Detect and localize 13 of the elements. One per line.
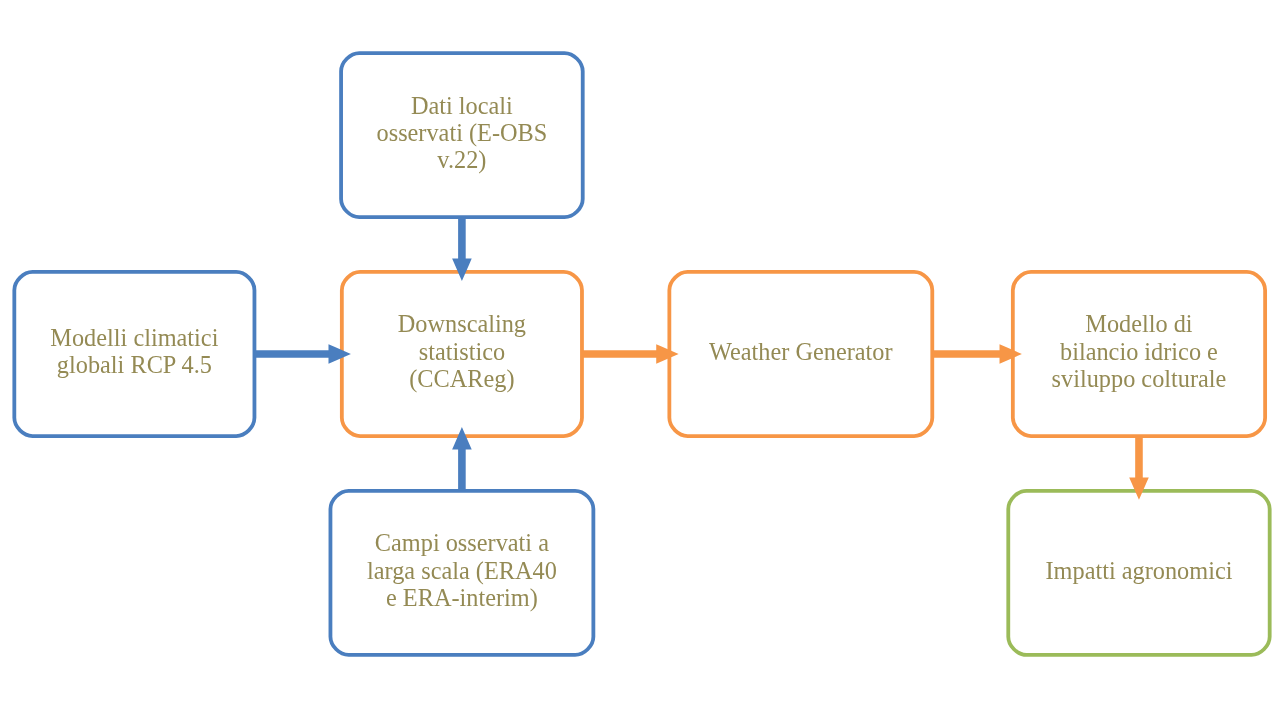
node-box: Downscaling statistico (CCAReg): [339, 269, 584, 438]
arrow: [932, 343, 1022, 364]
node-box: Impatti agronomici: [1006, 488, 1272, 657]
arrow: [254, 343, 351, 364]
arrow: [452, 426, 472, 490]
node-box: Weather Generator: [667, 269, 935, 438]
arrow: [582, 343, 679, 364]
node-box: Campi osservati a larga scala (ERA40 e ERA-interim): [328, 488, 596, 657]
node-box: Modelli climatici globali RCP 4.5: [12, 269, 257, 438]
node-box: Dati locali osservati (E-OBS v.22): [339, 50, 585, 219]
arrow: [452, 217, 472, 281]
node-box: Modello di bilancio idrico e sviluppo colturale: [1010, 269, 1267, 438]
arrow: [1129, 436, 1149, 500]
